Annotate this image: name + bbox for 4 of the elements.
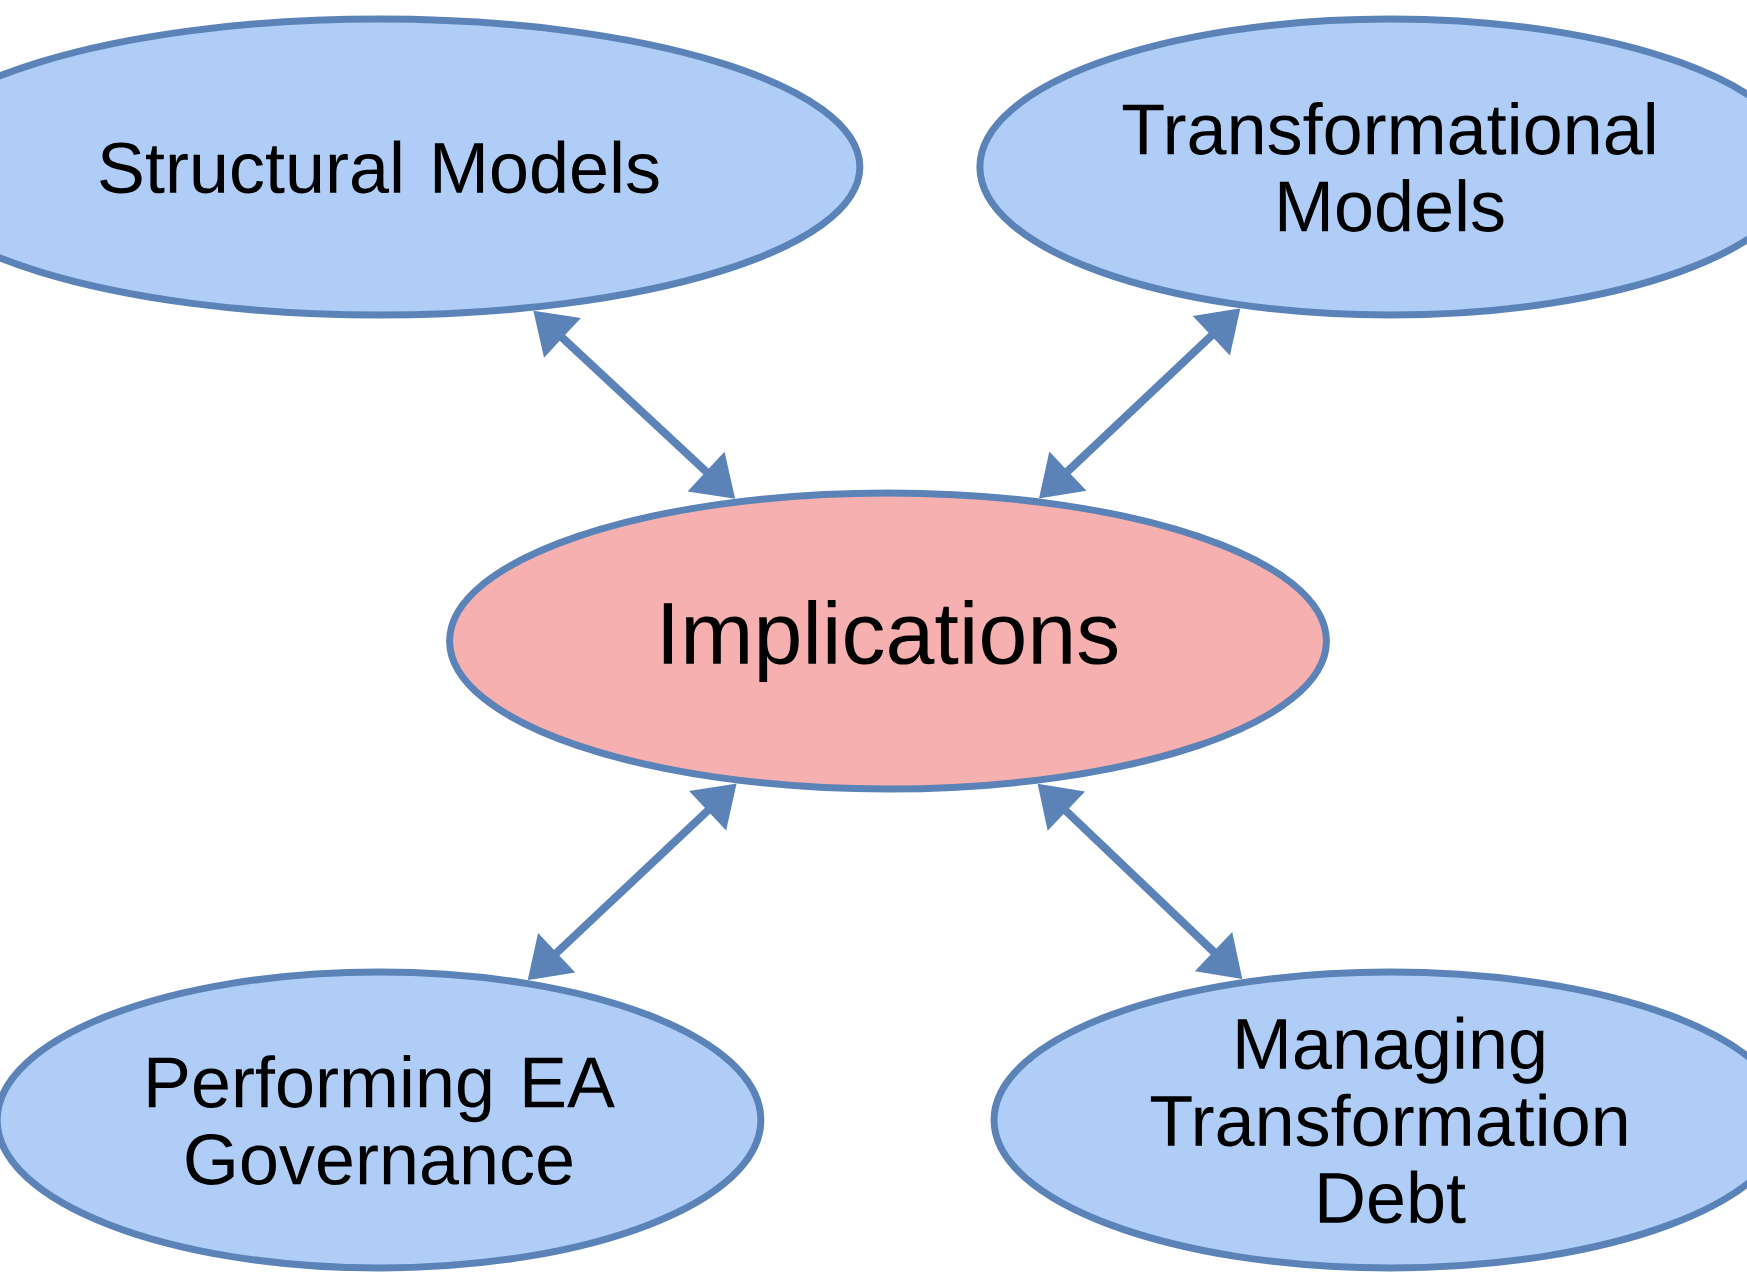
ellipse-node: Transformational Models (976, 15, 1747, 319)
ellipse-node: Implications (446, 489, 1330, 793)
ellipse-node: Performing EA Governance (0, 968, 765, 1272)
ellipse-node: Managing Transformation Debt (990, 968, 1747, 1272)
